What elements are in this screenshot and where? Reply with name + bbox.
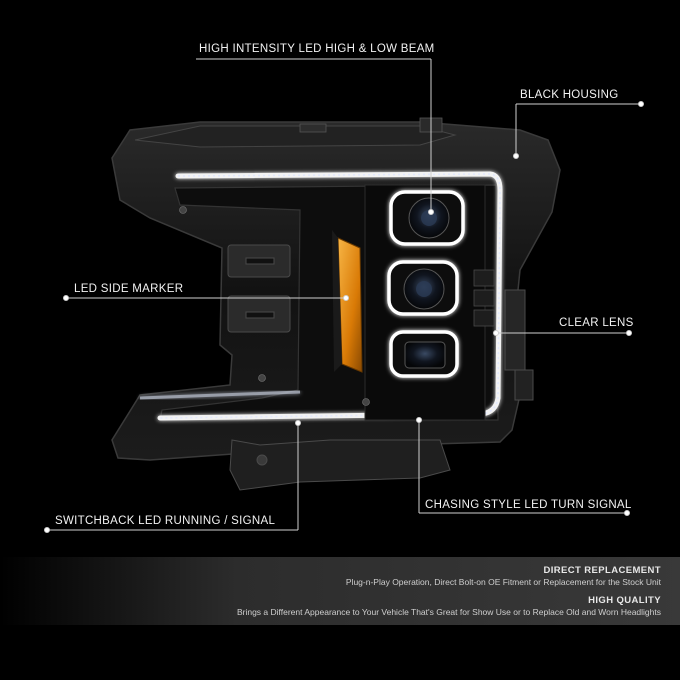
callout-high-low-beam: HIGH INTENSITY LED HIGH & LOW BEAM	[199, 43, 435, 55]
callout-black-housing: BLACK HOUSING	[520, 89, 619, 101]
projector-lower	[389, 330, 459, 378]
feature-title-direct-replacement: DIRECT REPLACEMENT	[543, 565, 661, 576]
projector-high-beam	[389, 190, 465, 246]
callout-turn-signal: CHASING STYLE LED TURN SIGNAL	[425, 499, 632, 511]
feature-text-high-quality: Brings a Different Appearance to Your Ve…	[236, 607, 661, 617]
callout-side-marker: LED SIDE MARKER	[74, 283, 184, 295]
feature-band: DIRECT REPLACEMENT Plug-n-Play Operation…	[0, 557, 680, 625]
mounting-brackets	[227, 244, 534, 491]
feature-title-high-quality: HIGH QUALITY	[588, 595, 661, 606]
top-flange	[134, 125, 457, 148]
screws	[179, 206, 370, 406]
callout-running-signal: SWITCHBACK LED RUNNING / SIGNAL	[55, 515, 276, 527]
reflector-segments	[473, 269, 495, 327]
led-lower-strip	[139, 390, 301, 400]
callout-lines	[44, 58, 644, 533]
feature-text-direct-replacement: Plug-n-Play Operation, Direct Bolt-on OE…	[345, 577, 661, 587]
projector-low-beam	[387, 260, 459, 316]
callout-clear-lens: CLEAR LENS	[559, 317, 634, 329]
